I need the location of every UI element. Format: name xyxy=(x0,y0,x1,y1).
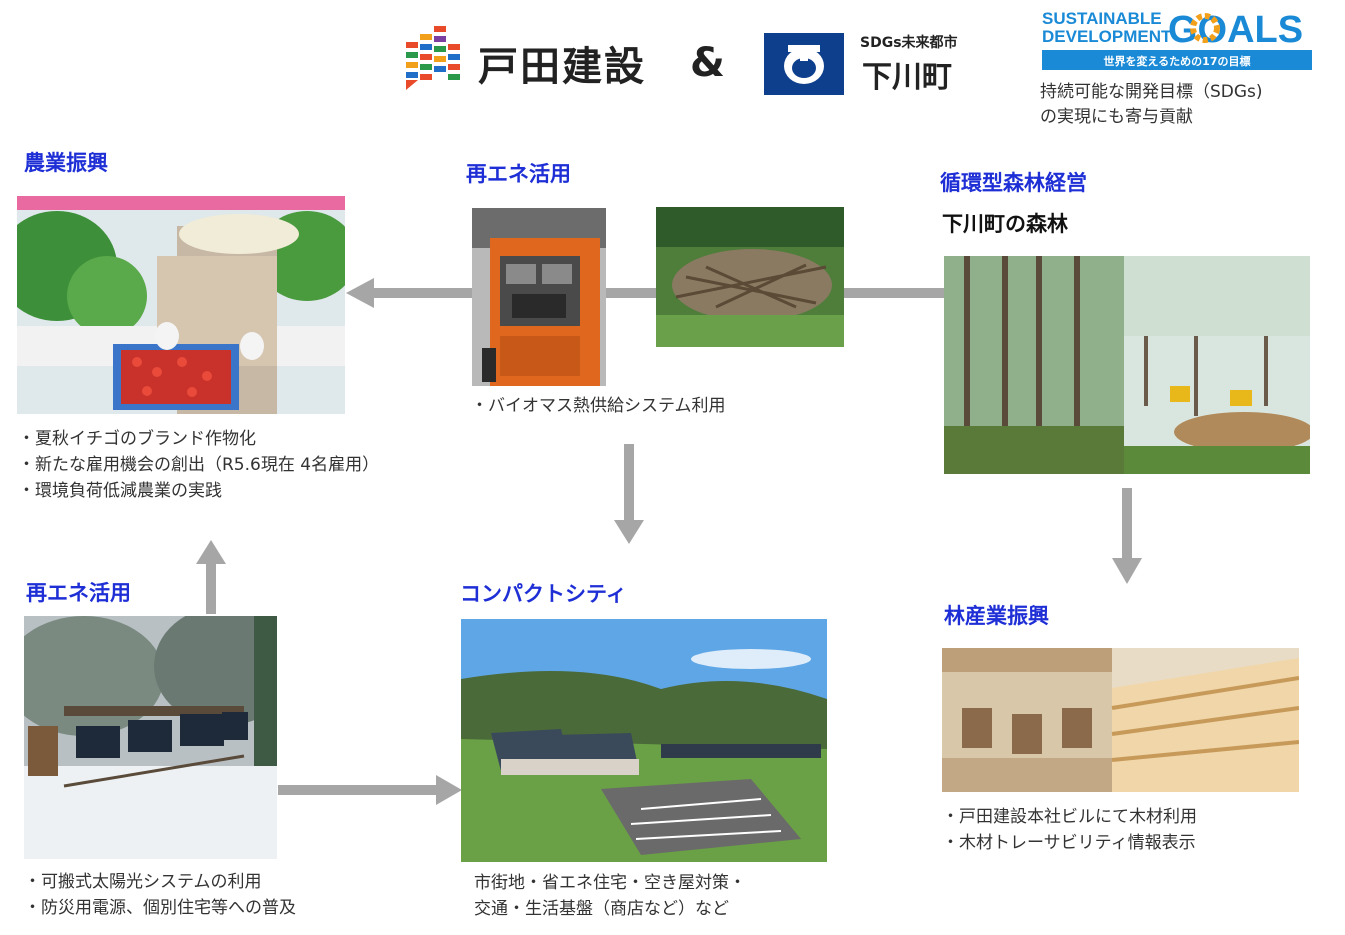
forest-photo xyxy=(944,256,1310,474)
biomass-heading: 再エネ活用 xyxy=(466,162,571,186)
compact-line-1: 市街地・省エネ住宅・空き屋対策・ xyxy=(474,873,746,893)
agri-bullets: ・夏秋イチゴのブランド作物化 ・新たな雇用機会の創出（R5.6現在 4名雇用） … xyxy=(18,426,379,504)
compact-city-photo xyxy=(461,619,827,862)
arrow-to-agri-up xyxy=(196,540,226,614)
agri-heading: 農業振興 xyxy=(24,151,108,175)
ampersand: & xyxy=(690,40,725,86)
sdg-caption: 持続可能な開発目標（SDGs) の実現にも寄与貢献 xyxy=(1040,80,1263,130)
sdg-caption-line2: の実現にも寄与貢献 xyxy=(1040,107,1193,127)
sdg-wheel-icon xyxy=(1190,13,1220,43)
company-name: 戸田建設 xyxy=(478,44,646,90)
solar-bullet-2: ・防災用電源、個別住宅等への普及 xyxy=(24,898,296,918)
solar-bullets: ・可搬式太陽光システムの利用 ・防災用電源、個別住宅等への普及 xyxy=(24,869,296,921)
solar-heading: 再エネ活用 xyxy=(26,581,131,605)
lumber-bullets: ・戸田建設本社ビルにて木材利用 ・木材トレーサビリティ情報表示 xyxy=(942,804,1197,856)
sdg-subtitle: 世界を変えるための17の目標 xyxy=(1104,54,1251,68)
forest-subheading: 下川町の森林 xyxy=(942,212,1068,236)
sdg-logo: SUSTAINABLE DEVELOPMENT GOALS 世界を変えるための1… xyxy=(1042,9,1312,70)
arrow-to-agri xyxy=(346,278,472,308)
compact-lines: 市街地・省エネ住宅・空き屋対策・ 交通・生活基盤（商店など）など xyxy=(474,870,746,922)
forest-heading: 循環型森林経営 xyxy=(940,171,1087,195)
toda-logo-icon xyxy=(406,26,460,90)
lumber-photo xyxy=(942,648,1299,792)
strawberry-photo xyxy=(17,196,345,414)
sdg-caption-line1: 持続可能な開発目標（SDGs) xyxy=(1040,82,1263,102)
connector-boiler-woodpile xyxy=(604,288,656,298)
town-name: 下川町 xyxy=(862,60,952,95)
town-tag: SDGs未来都市 xyxy=(860,35,958,51)
sdg-title-line1: SUSTAINABLE xyxy=(1042,9,1162,28)
biomass-bullet-1: ・バイオマス熱供給システム利用 xyxy=(471,396,726,416)
agri-bullet-2: ・新たな雇用機会の創出（R5.6現在 4名雇用） xyxy=(18,455,380,475)
sdg-title-line2: DEVELOPMENT xyxy=(1042,27,1172,46)
biomass-bullets: ・バイオマス熱供給システム利用 xyxy=(471,393,726,419)
woodpile-photo xyxy=(656,207,844,347)
connector-forest-woodpile xyxy=(842,288,944,298)
arrow-to-lumber-down xyxy=(1112,488,1142,584)
solar-bullet-1: ・可搬式太陽光システムの利用 xyxy=(24,872,262,892)
arrow-to-compact-down xyxy=(614,444,644,544)
agri-bullet-1: ・夏秋イチゴのブランド作物化 xyxy=(18,429,256,449)
lumber-heading: 林産業振興 xyxy=(944,604,1049,628)
agri-bullet-3: ・環境負荷低減農業の実践 xyxy=(18,481,222,501)
lumber-bullet-1: ・戸田建設本社ビルにて木材利用 xyxy=(942,807,1197,827)
lumber-bullet-2: ・木材トレーサビリティ情報表示 xyxy=(942,833,1196,853)
arrow-to-compact-right xyxy=(278,775,462,805)
compact-line-2: 交通・生活基盤（商店など）など xyxy=(474,899,729,919)
compact-heading: コンパクトシティ xyxy=(460,582,627,606)
solar-photo xyxy=(24,616,277,859)
biomass-boiler-photo xyxy=(472,208,606,386)
town-emblem-icon xyxy=(764,33,844,95)
